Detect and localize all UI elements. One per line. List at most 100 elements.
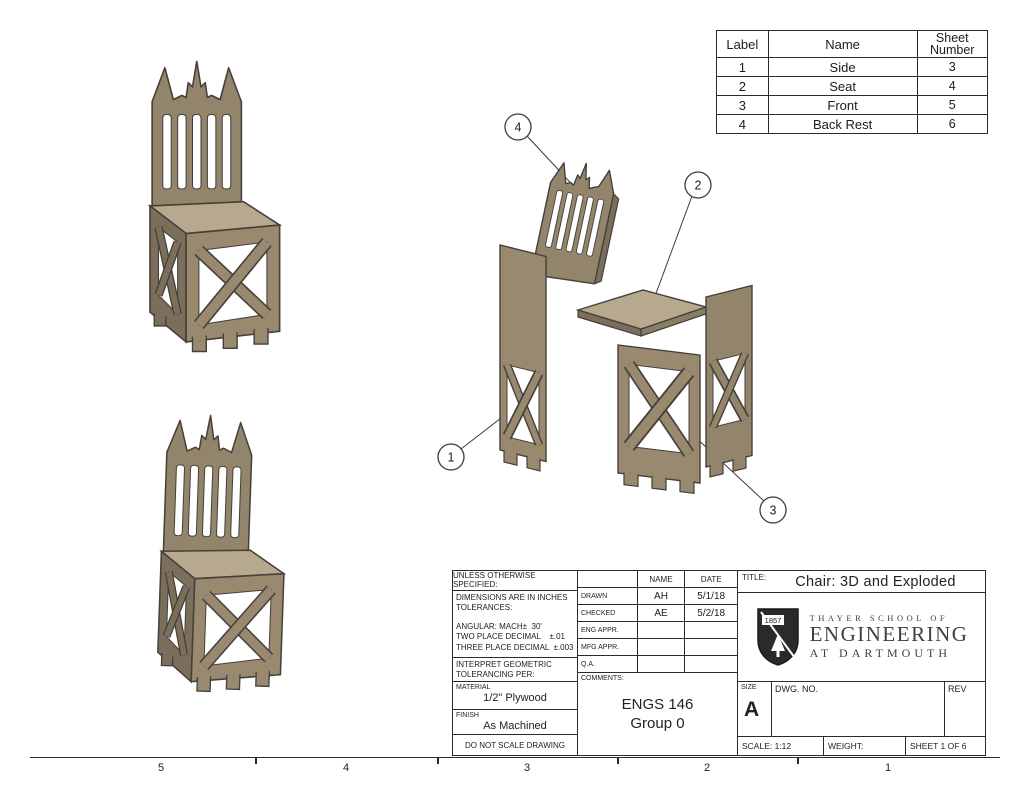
- size-cell: SIZE A: [738, 682, 772, 736]
- row-date: 5/1/18: [697, 590, 726, 602]
- part-label: 3: [717, 95, 769, 114]
- approval-row-checked: CHECKED AE 5/2/18: [578, 605, 737, 622]
- dwg-no-label: DWG. NO.: [775, 684, 818, 694]
- zone-tick: [255, 757, 257, 764]
- logo-line-1: THAYER SCHOOL OF: [809, 613, 949, 623]
- three-place-tolerance: THREE PLACE DECIMAL ±.003: [456, 642, 574, 652]
- row-name: AE: [638, 605, 686, 621]
- project-text: ENGS 146 Group 0: [578, 695, 737, 733]
- chair-render: [157, 414, 287, 693]
- parts-table-header-label: Label: [717, 31, 769, 57]
- material-label: MATERIAL: [456, 683, 491, 691]
- weight-label: WEIGHT:: [824, 737, 906, 755]
- approval-row-drawn: DRAWN AH 5/1/18: [578, 588, 737, 605]
- logo-line-2: ENGINEERING: [809, 622, 969, 646]
- row-date: [685, 656, 737, 672]
- interpret-line2: TOLERANCING PER:: [456, 669, 535, 679]
- exploded-side-right: [705, 284, 753, 478]
- angular-tolerance: ANGULAR: MACH± 30': [456, 621, 542, 631]
- dims-note: DIMENSIONS ARE IN INCHES: [456, 592, 568, 602]
- approval-row-qa: Q.A.: [578, 656, 737, 673]
- part-label: 4: [717, 114, 769, 133]
- approval-row-mfg-appr: MFG APPR.: [578, 639, 737, 656]
- drawing-title: Chair: 3D and Exploded: [795, 573, 956, 590]
- title-label: TITLE:: [742, 573, 767, 582]
- balloon-4-number: 4: [515, 121, 522, 135]
- assembled-chair-view-1: [147, 60, 283, 353]
- chair-render: [147, 60, 283, 353]
- exploded-back-rest: [530, 162, 620, 285]
- balloon-4: 4: [504, 113, 532, 141]
- part-label: 2: [717, 76, 769, 95]
- part-name: Seat: [768, 76, 918, 95]
- part-sheet: 5: [917, 95, 987, 114]
- parts-table-header-sheet: Sheet Number: [930, 31, 975, 57]
- row-label: MFG APPR.: [578, 639, 638, 655]
- comments-label: COMMENTS:: [581, 675, 624, 682]
- assembled-chair-view-2: [157, 414, 287, 693]
- sheet-number: SHEET 1 OF 6: [910, 741, 967, 751]
- date-header: DATE: [700, 574, 722, 584]
- thayer-logo: 1857 THAYER SCHOOL OF ENGINEERING AT DAR…: [738, 593, 985, 682]
- size-value: A: [744, 698, 760, 721]
- parts-table-header-row: Label Name Sheet Number: [717, 31, 987, 57]
- tolerance-notes: DIMENSIONS ARE IN INCHES TOLERANCES: ANG…: [453, 591, 577, 658]
- part-sheet: 4: [917, 76, 987, 95]
- tolerances-note: TOLERANCES:: [456, 603, 513, 613]
- zone-tick: [617, 757, 619, 764]
- table-row: 3 Front 5: [717, 95, 987, 114]
- title-block-title-column: TITLE: Chair: 3D and Exploded 1857 THAYE…: [738, 571, 985, 755]
- scale-value: SCALE: 1:12: [738, 737, 824, 755]
- title-block: UNLESS OTHERWISE SPECIFIED: DIMENSIONS A…: [452, 570, 986, 756]
- zone-number-1: 1: [884, 762, 892, 774]
- rev-cell: REV: [945, 682, 985, 736]
- approvals-header-row: NAME DATE: [578, 571, 737, 588]
- approvals-header-spacer: [578, 571, 638, 587]
- row-label: ENG APPR.: [578, 622, 638, 638]
- zone-number-2: 2: [703, 762, 711, 774]
- size-dwg-rev-row: SIZE A DWG. NO. REV: [738, 682, 985, 737]
- unless-otherwise-note: UNLESS OTHERWISE SPECIFIED:: [453, 571, 577, 591]
- interpret-line1: INTERPRET GEOMETRIC: [456, 659, 552, 669]
- row-name: [638, 656, 686, 672]
- project-course: ENGS 146: [621, 696, 694, 713]
- exploded-view: 4 2 1 3: [437, 113, 787, 524]
- row-date: 5/2/18: [697, 607, 726, 619]
- balloon-1: 1: [437, 443, 465, 471]
- material-cell: MATERIAL 1/2" Plywood: [453, 682, 577, 710]
- approval-row-eng-appr: ENG APPR.: [578, 622, 737, 639]
- drawing-frame-bottom-border: [30, 757, 1000, 758]
- row-name: [638, 639, 686, 655]
- two-place-tolerance: TWO PLACE DECIMAL ±.01: [456, 632, 566, 642]
- row-label: DRAWN: [578, 588, 638, 604]
- balloon-2: 2: [684, 171, 712, 199]
- balloon-3: 3: [759, 496, 787, 524]
- rev-label: REV: [948, 684, 967, 694]
- do-not-scale-note: DO NOT SCALE DRAWING: [464, 740, 565, 750]
- project-group: Group 0: [630, 715, 685, 732]
- dwg-no-cell: DWG. NO.: [772, 682, 945, 736]
- table-row: 1 Side 3: [717, 57, 987, 76]
- part-name: Front: [768, 95, 918, 114]
- title-block-tolerances-column: UNLESS OTHERWISE SPECIFIED: DIMENSIONS A…: [453, 571, 578, 755]
- row-label: CHECKED: [578, 605, 638, 621]
- name-header: NAME: [638, 571, 686, 587]
- exploded-seat: [575, 289, 709, 337]
- exploded-front: [617, 344, 701, 495]
- zone-number-5: 5: [157, 762, 165, 774]
- part-name: Back Rest: [768, 114, 918, 133]
- zone-number-4: 4: [342, 762, 350, 774]
- zone-tick: [797, 757, 799, 764]
- finish-value: As Machined: [483, 719, 547, 732]
- parts-table-header-name: Name: [769, 31, 918, 57]
- row-name: AH: [638, 588, 686, 604]
- interpret-note: INTERPRET GEOMETRIC TOLERANCING PER:: [453, 658, 577, 682]
- title-row: TITLE: Chair: 3D and Exploded: [738, 571, 985, 593]
- thayer-crest-icon: 1857: [756, 608, 799, 666]
- zone-number-3: 3: [523, 762, 531, 774]
- part-sheet: 6: [917, 114, 987, 133]
- zone-tick: [437, 757, 439, 764]
- table-row: 2 Seat 4: [717, 76, 987, 95]
- finish-label: FINISH: [456, 711, 479, 719]
